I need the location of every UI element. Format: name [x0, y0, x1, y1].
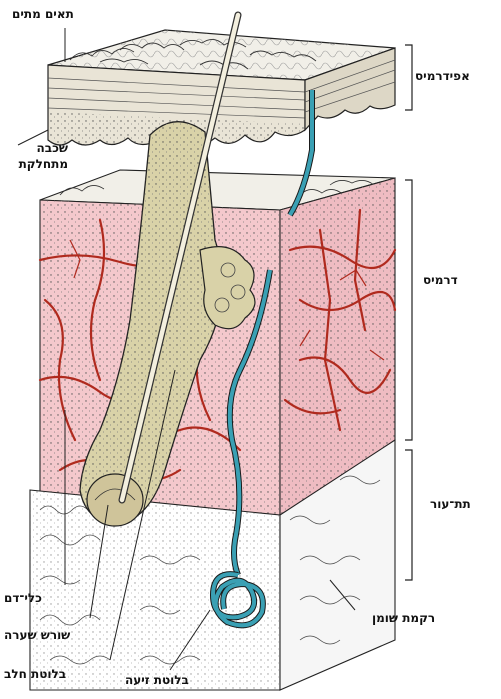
label-sebaceous-gland: בלוטת חלב	[4, 666, 66, 682]
label-hair-root: שורש שערה	[4, 627, 70, 643]
label-dermis: דרמיס	[423, 272, 458, 288]
label-subcutis: תת־עור	[430, 496, 471, 512]
label-fat-tissue: רקמת שומן	[372, 610, 435, 626]
label-epidermis: אפידרמיס	[415, 68, 470, 84]
label-dividing-layer: שכבה מתחלקת	[4, 140, 68, 172]
label-sweat-gland: בלוטת זיעה	[125, 672, 189, 688]
layer-brackets	[405, 45, 412, 580]
label-blood-vessels: כלי־דם	[4, 590, 42, 606]
label-dead-cells: תאים מתים	[12, 6, 74, 22]
